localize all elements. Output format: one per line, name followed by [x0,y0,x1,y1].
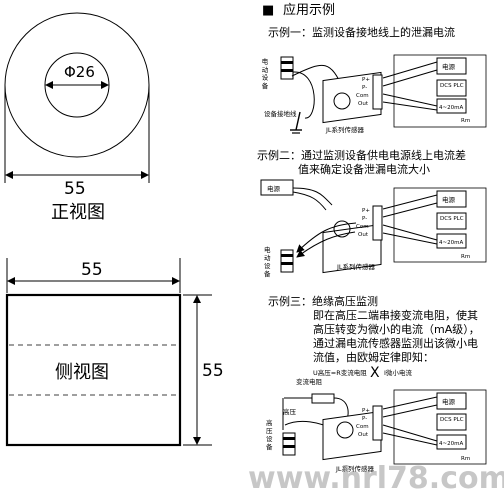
example1-source-label: 电源 [442,62,456,71]
svg-text:P+: P+ [362,408,370,414]
example2-sensor [322,223,382,274]
example2-meter-label: 4~20mA [439,240,463,246]
side-view: 55 侧视图 55 [5,258,224,447]
front-view: Φ26 55 正视图 [4,12,150,223]
example3-resistor-label: 变流电阻 [296,377,323,386]
svg-text:P-: P- [362,216,367,222]
svg-text:P+: P+ [362,208,370,214]
example1-title: 示例一：监测设备接地线上的泄漏电流 [268,25,455,39]
side-view-caption: 侧视图 [55,362,109,383]
svg-text:Com: Com [356,224,369,230]
example1-sensor [322,71,382,124]
example3-formula-times: X [370,365,380,381]
example2-dcs-label: DCS PLC [440,216,464,222]
example2-source-label: 电源 [442,195,456,204]
side-body [5,293,182,447]
example3-source-label: 电源 [442,397,456,406]
svg-text:Com: Com [356,93,369,99]
watermark: www.hrl78.com [248,461,504,493]
svg-text:Out: Out [358,232,369,238]
example1-sensor-label: JL系列传感器 [325,125,365,134]
example2-power-label: 电源 [267,184,281,193]
example1-ground-label: 设备接地线 [264,109,297,118]
example-2: 示例二：通过监测设备供电电源线上电流差 值来确定设备泄漏电流大小 电源 P+ P… [257,148,487,278]
example2-sensor-label: JL系列传感器 [336,262,376,271]
example3-formula-left: U高压=R变流电阻 [313,368,367,377]
example3-sensor-label: JL系列传感器 [335,464,375,473]
side-height-label: 55 [202,361,224,381]
example3-sensor [322,410,382,461]
example3-formula-right: I微小电流 [384,368,412,377]
example1-dcs-label: DCS PLC [440,83,464,89]
example1-rm-label: Rm [461,118,470,124]
example3-meter-label: 4~20mA [439,441,463,447]
section-marker: ■ [262,3,274,18]
svg-text:Out: Out [358,101,369,107]
example-3: 示例三：绝缘高压监测 即在高压二端串接变流电阻，使其 高压转变为微小的电流（mA… [266,294,487,473]
example3-desc-line1: 即在高压二端串接变流电阻，使其 [313,308,478,322]
example2-title-line1: 示例二：通过监测设备供电电源线上电流差 [257,148,466,162]
example3-hv-label: 高压 [283,407,297,416]
example2-rm-label: Rm [461,254,470,260]
svg-text:P-: P- [362,416,367,422]
example3-rm-label: Rm [461,456,470,462]
side-width-label: 55 [81,260,103,280]
example3-title: 示例三：绝缘高压监测 [268,294,378,308]
svg-text:P-: P- [362,85,367,91]
example3-desc-line4: 流值，由欧姆定律即知： [313,350,434,364]
example-1: 示例一：监测设备接地线上的泄漏电流 电动设备 设备接地线 P+ P- Com O… [260,25,487,134]
example3-dcs-label: DCS PLC [440,417,464,423]
svg-text:P+: P+ [362,77,370,83]
svg-text:Com: Com [356,424,369,430]
example1-meter-label: 4~20mA [439,105,463,111]
example2-title-line2: 值来确定设备泄漏电流大小 [298,162,430,176]
example1-device-label: 电动设备 [260,57,268,90]
front-width-label: 55 [64,179,86,199]
section-title: 应用示例 [283,2,335,18]
example3-device-label: 高压设备 [266,418,273,451]
example3-desc-line3: 通过漏电流传感器监测出该微小电 [313,336,478,350]
diameter-label: Φ26 [64,63,95,81]
svg-text:Out: Out [358,432,369,438]
example2-device-label: 电动设备 [264,245,271,278]
example3-desc-line2: 高压转变为微小的电流（mA级）， [313,322,480,336]
front-view-caption: 正视图 [51,202,105,223]
